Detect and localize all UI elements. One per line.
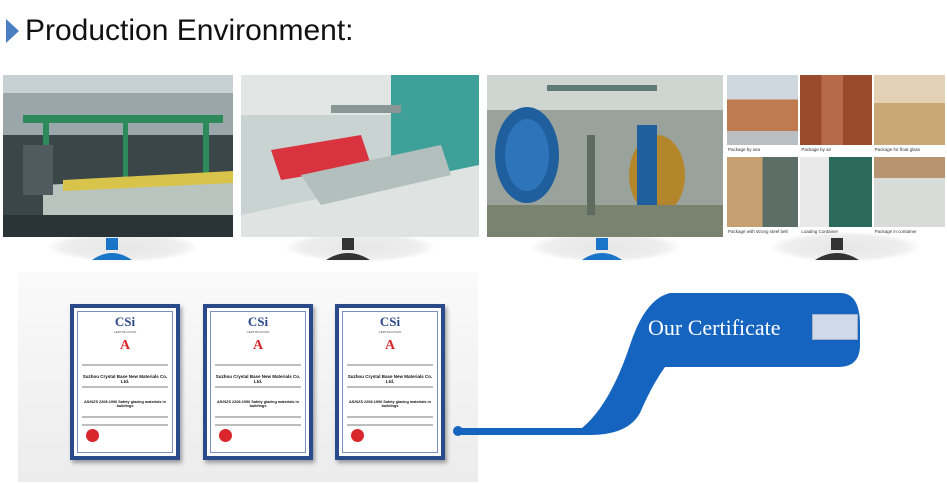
certificate-seal-icon — [86, 429, 99, 442]
certificate-logo: CSi — [247, 314, 269, 329]
text-line — [347, 386, 433, 388]
package-photo — [873, 75, 945, 145]
package-photo — [727, 157, 799, 227]
banner-label: Our Certificate — [648, 315, 781, 340]
certificate-company: Suzhou Crystal Base New Materials Co. Lt… — [82, 374, 168, 384]
package-caption: Package for float glass — [874, 147, 921, 152]
package-by-sea: Package by sea — [727, 75, 799, 155]
certification-mark: A — [384, 338, 396, 353]
loading-container: Loading Container — [800, 157, 872, 237]
certificate-logo-sub: CERTIFICATION — [113, 330, 137, 334]
text-line — [215, 364, 301, 366]
page-title: Production Environment: — [25, 14, 354, 47]
packaging-grid: Package by sea Package by air Package fo… — [727, 75, 945, 237]
section-heading: Production Environment: — [6, 14, 354, 48]
glass-cutting-photo — [241, 75, 479, 237]
certificate-frame — [210, 311, 306, 453]
package-in-container: Package in container — [873, 157, 945, 237]
certificate-standard: AS/NZS 2208:1996 Safety glazing material… — [217, 400, 299, 408]
certificate-logo-sub: CERTIFICATION — [378, 330, 402, 334]
photo-stand-blue — [92, 238, 132, 260]
text-line — [347, 424, 433, 426]
certificate-frame — [342, 311, 438, 453]
certification-mark: A — [252, 338, 264, 353]
text-line — [82, 416, 168, 418]
package-caption: Loading Container — [801, 229, 839, 234]
text-line — [347, 416, 433, 418]
text-line — [215, 424, 301, 426]
package-caption: Package by sea — [728, 147, 761, 152]
certificate-standard: AS/NZS 2208:1996 Safety glazing material… — [84, 400, 166, 408]
text-line — [215, 416, 301, 418]
certificate-document: CSi CERTIFICATION A Suzhou Crystal Base … — [335, 304, 445, 460]
package-caption: Package in container — [874, 229, 917, 234]
certificate-seal-icon — [219, 429, 232, 442]
photo-stand-dark — [326, 238, 370, 260]
certificate-logo: CSi — [379, 314, 401, 329]
package-photo — [727, 75, 799, 145]
text-line — [82, 424, 168, 426]
text-line — [215, 386, 301, 388]
certification-mark: A — [119, 338, 131, 353]
certificate-company: Suzhou Crystal Base New Materials Co. Lt… — [347, 374, 433, 384]
certificate-seal-icon — [351, 429, 364, 442]
certificate-document: CSi CERTIFICATION A Suzhou Crystal Base … — [70, 304, 180, 460]
text-line — [82, 364, 168, 366]
autoclave-photo — [487, 75, 723, 237]
package-caption: Package with strong steel belt — [728, 229, 788, 234]
heading-arrow-icon — [6, 19, 19, 43]
photo-stand-dark — [815, 238, 859, 260]
certificate-logo-sub: CERTIFICATION — [246, 330, 270, 334]
package-photo — [800, 157, 872, 227]
certificate-standard: AS/NZS 2208:1996 Safety glazing material… — [349, 400, 431, 408]
certificate-stack-icon — [812, 314, 858, 340]
text-line — [82, 386, 168, 388]
package-strong-steel-belt: Package with strong steel belt — [727, 157, 799, 237]
package-caption: Package by air — [801, 147, 832, 152]
package-photo — [873, 157, 945, 227]
package-for-float-glass: Package for float glass — [873, 75, 945, 155]
package-photo — [800, 75, 872, 145]
package-by-air: Package by air — [800, 75, 872, 155]
production-line-photo — [3, 75, 233, 237]
certificate-company: Suzhou Crystal Base New Materials Co. Lt… — [215, 374, 301, 384]
certificate-document: CSi CERTIFICATION A Suzhou Crystal Base … — [203, 304, 313, 460]
text-line — [347, 364, 433, 366]
photo-stand-blue — [582, 238, 622, 260]
certificate-frame — [77, 311, 173, 453]
certificate-banner — [453, 293, 860, 436]
certificate-logo: CSi — [114, 314, 136, 329]
